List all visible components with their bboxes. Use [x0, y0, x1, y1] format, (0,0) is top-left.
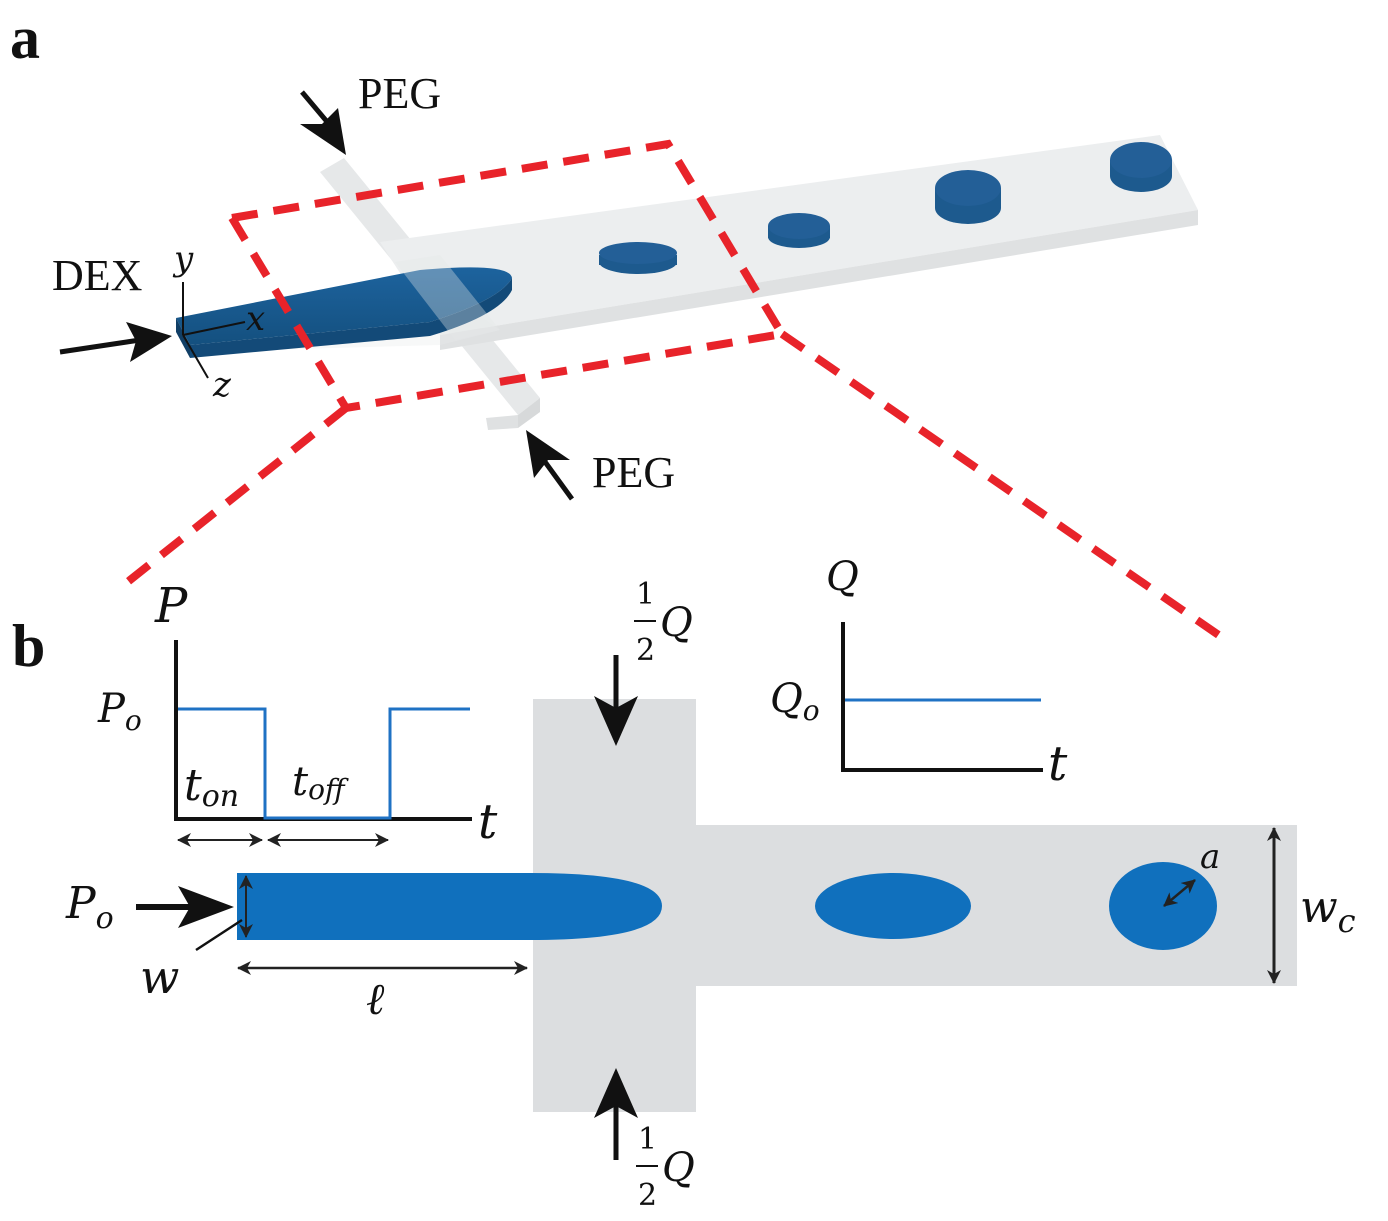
svg-text:Q: Q	[662, 1145, 695, 1191]
flow-plot-y-label: Q	[826, 554, 859, 600]
flow-plot-x-label: t	[1048, 736, 1068, 792]
radius-label: a	[1200, 837, 1220, 877]
droplets-3d	[599, 142, 1172, 274]
pressure-plot-x-label: t	[478, 794, 498, 850]
droplet-3d	[599, 242, 677, 274]
pressure-plot-y-label: P	[154, 578, 188, 634]
peg-bottom-arrow	[526, 430, 575, 501]
svg-text:Q: Q	[660, 600, 693, 646]
bottom-flow-arrow	[594, 1068, 638, 1160]
channel-width-label: wc	[1300, 882, 1356, 940]
panel-a-label: a	[10, 5, 40, 71]
peg-top-arrow	[300, 90, 346, 155]
pressure-level-label: Po	[97, 686, 142, 737]
svg-text:1: 1	[636, 577, 655, 612]
dex-thread-2d	[237, 873, 662, 940]
ton-label: ton	[184, 760, 239, 814]
top-flow-label: 1 2 Q	[634, 577, 693, 668]
svg-text:2: 2	[638, 1178, 657, 1213]
thread-length-label: ℓ	[366, 974, 385, 1025]
pressure-signal-line	[178, 707, 470, 820]
flow-plot: Q t Qo	[770, 554, 1068, 792]
svg-text:1: 1	[638, 1122, 657, 1157]
flow-level-label: Qo	[770, 676, 820, 727]
inlet-pressure-label: Po	[65, 878, 114, 936]
droplet-3d	[935, 170, 1001, 224]
svg-text:2: 2	[636, 633, 655, 668]
zoom-box	[117, 139, 1223, 640]
peg-bottom-label: PEG	[592, 448, 675, 497]
thread-width-label: w	[140, 950, 179, 1004]
thread-width-leader	[195, 918, 243, 952]
inlet-pressure-arrow	[136, 886, 234, 928]
droplet-3d	[1110, 142, 1172, 192]
axis-z-label: z	[212, 365, 232, 405]
axis-x-label: x	[246, 299, 265, 339]
top-flow-arrow	[594, 655, 638, 746]
droplet-elongated-2d	[815, 873, 971, 939]
radius-arrow	[1163, 879, 1196, 907]
coordinate-axes	[182, 282, 246, 379]
toff-label: toff	[292, 759, 349, 806]
dex-inlet-label: DEX	[52, 251, 142, 300]
dex-thread-3d	[176, 267, 512, 358]
panel-b-label: b	[12, 613, 45, 679]
pressure-plot: P t Po ton toff	[97, 578, 498, 850]
droplet-3d	[768, 213, 830, 248]
dex-inlet-arrow	[59, 322, 172, 362]
peg-top-label: PEG	[358, 69, 441, 118]
axis-y-label: y	[172, 239, 194, 279]
bottom-flow-label: 1 2 Q	[636, 1122, 695, 1213]
